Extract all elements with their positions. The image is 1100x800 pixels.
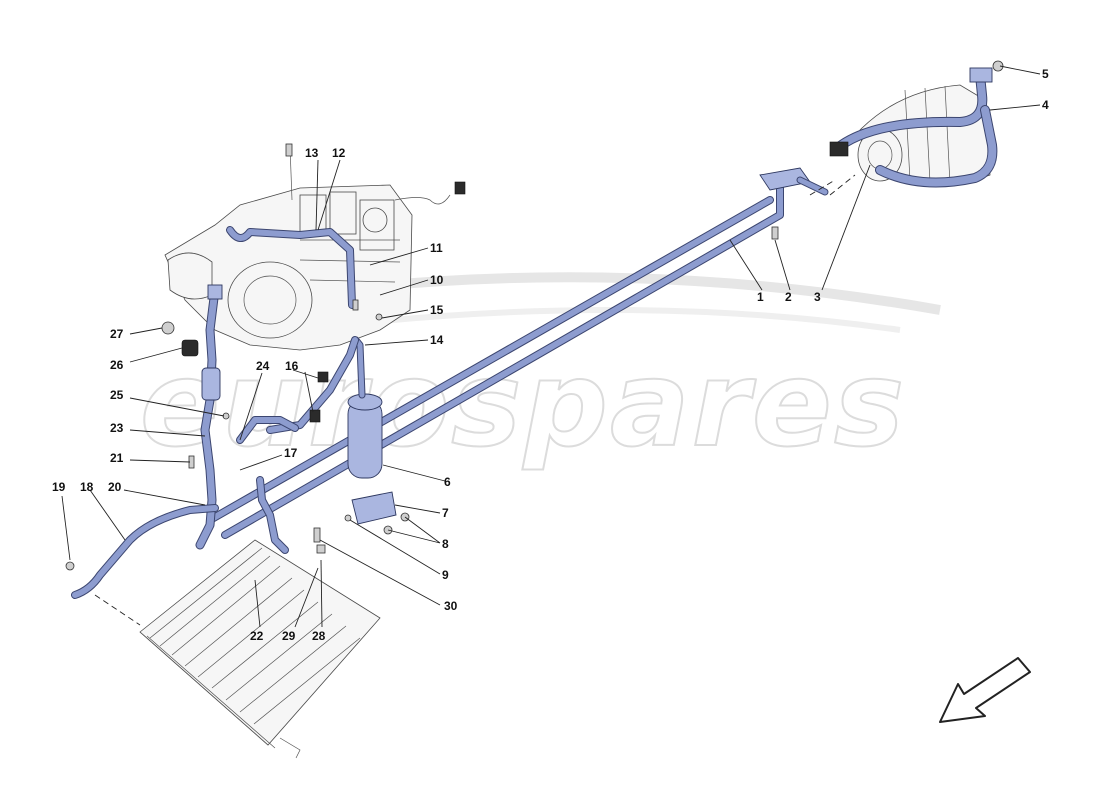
callout-3: 3	[814, 290, 821, 304]
callout-5: 5	[1042, 67, 1049, 81]
watermark-text: eurospares	[140, 335, 906, 473]
callout-14: 14	[430, 333, 444, 347]
callout-7: 7	[442, 506, 449, 520]
callout-11: 11	[430, 241, 443, 255]
callout-15: 15	[430, 303, 444, 317]
callout-1: 1	[757, 290, 764, 304]
hose-18	[65, 504, 219, 599]
callout-2: 2	[785, 290, 792, 304]
callout-30: 30	[444, 599, 458, 613]
callout-22: 22	[250, 629, 264, 643]
callout-12: 12	[332, 146, 346, 160]
callout-28: 28	[312, 629, 326, 643]
callout-16: 16	[285, 359, 299, 373]
callout-19: 19	[52, 480, 66, 494]
callout-4: 4	[1042, 98, 1049, 112]
callout-20: 20	[108, 480, 122, 494]
callout-21: 21	[110, 451, 124, 465]
drier-bracket	[344, 491, 410, 535]
callout-9: 9	[442, 568, 449, 582]
junction-block	[759, 167, 829, 240]
callout-27: 27	[110, 327, 124, 341]
hvac-hoses	[161, 226, 383, 575]
compressor	[829, 60, 1004, 188]
leader-lines	[61, 65, 1041, 628]
main-hose-long	[206, 181, 784, 539]
callout-29: 29	[282, 629, 296, 643]
callout-6: 6	[444, 475, 451, 489]
receiver-drier	[347, 336, 383, 479]
callout-labels: 1 2 3 4 5 6 7 8 9 10 11 12 13 14 15 16 1…	[52, 67, 1049, 643]
condenser	[139, 539, 381, 759]
callout-13: 13	[305, 146, 319, 160]
callout-17: 17	[284, 446, 298, 460]
watermark: eurospares	[139, 272, 941, 474]
callout-10: 10	[430, 273, 444, 287]
hvac-unit	[164, 143, 466, 351]
callout-24: 24	[256, 359, 270, 373]
direction-arrow-icon	[939, 657, 1031, 723]
callout-18: 18	[80, 480, 94, 494]
callout-26: 26	[110, 358, 124, 372]
callout-8: 8	[442, 537, 449, 551]
callout-25: 25	[110, 388, 124, 402]
callout-23: 23	[110, 421, 124, 435]
